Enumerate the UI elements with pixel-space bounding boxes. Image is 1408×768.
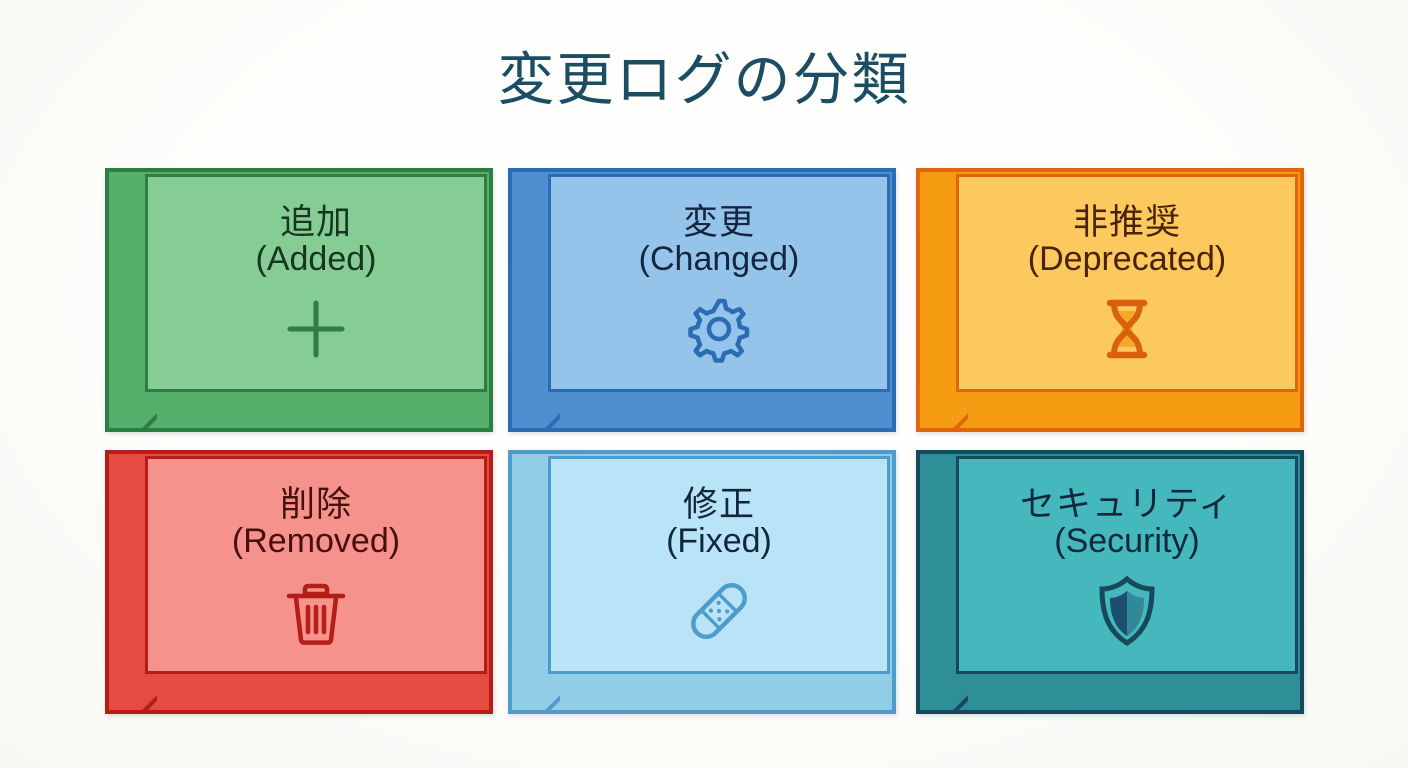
trash-icon — [277, 572, 355, 650]
card-label-block: セキュリティ (Security) — [1020, 485, 1234, 560]
card-front-face: 修正 (Fixed) — [548, 456, 890, 674]
category-card-security[interactable]: セキュリティ (Security) — [916, 450, 1304, 714]
page-title: 変更ログの分類 — [497, 48, 911, 112]
category-card-fixed[interactable]: 修正 (Fixed) — [508, 450, 896, 714]
category-card-deprecated[interactable]: 非推奨 (Deprecated) — [916, 168, 1304, 432]
card-front-face: 非推奨 (Deprecated) — [956, 174, 1298, 392]
card-label-en: (Added) — [255, 240, 377, 279]
card-label-en: (Changed) — [638, 240, 800, 279]
category-card-added[interactable]: 追加 (Added) — [105, 168, 493, 432]
bandage-icon — [680, 572, 758, 650]
card-label-block: 変更 (Changed) — [639, 203, 800, 278]
card-label-en: (Security) — [1054, 522, 1200, 561]
card-label-jp: 削除 — [279, 485, 352, 524]
card-label-block: 非推奨 (Deprecated) — [1028, 203, 1226, 278]
category-card-changed[interactable]: 変更 (Changed) — [508, 168, 896, 432]
card-front-face: 変更 (Changed) — [548, 174, 890, 392]
card-label-en: (Deprecated) — [1027, 240, 1227, 279]
card-label-jp: 変更 — [682, 203, 755, 242]
plus-icon — [277, 290, 355, 368]
card-label-en: (Removed) — [231, 522, 401, 561]
card-label-jp: 修正 — [682, 485, 755, 524]
category-card-removed[interactable]: 削除 (Removed) — [105, 450, 493, 714]
card-label-jp: セキュリティ — [1020, 485, 1234, 524]
card-label-block: 修正 (Fixed) — [666, 485, 772, 560]
card-front-face: 削除 (Removed) — [145, 456, 487, 674]
card-front-face: セキュリティ (Security) — [956, 456, 1298, 674]
card-front-face: 追加 (Added) — [145, 174, 487, 392]
card-label-block: 追加 (Added) — [256, 203, 377, 278]
shield-icon — [1088, 572, 1166, 650]
gear-icon — [680, 290, 758, 368]
card-label-jp: 非推奨 — [1072, 203, 1181, 242]
changelog-category-grid: 追加 (Added) 変更 (Changed) — [105, 168, 1304, 714]
card-label-en: (Fixed) — [666, 522, 772, 561]
card-label-jp: 追加 — [279, 203, 352, 242]
card-label-block: 削除 (Removed) — [232, 485, 400, 560]
hourglass-icon — [1088, 290, 1166, 368]
